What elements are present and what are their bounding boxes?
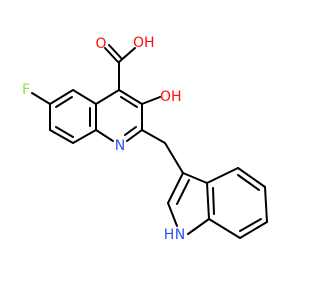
bond-c2-n1 (126, 129, 143, 142)
bond-c5-c6-inner (55, 96, 73, 108)
atom-label-nitrogen-quinoline: N (115, 138, 125, 154)
atom-label-oxygen-carbonyl: O (95, 36, 106, 52)
molecule-structure-diagram: O OH OH F N H N (22, 35, 268, 243)
atom-label-ring-hydroxyl: OH (160, 89, 182, 105)
bond-indole-c7a-c3a (206, 182, 210, 220)
atom-label-fluorine: F (22, 82, 30, 98)
atom-label-nitrogen-indole: N (175, 227, 185, 243)
bond-indole-c3-c2 (167, 172, 184, 204)
bond-indole-n1-c7a (187, 218, 210, 235)
bond-c6-fluorine (31, 92, 51, 105)
bond-indole-c5-c6 (264, 186, 268, 223)
bond-c4-c3-inner (120, 96, 138, 108)
bond-c4a-c4 (95, 89, 120, 105)
bond-c2-n1-inner (124, 126, 137, 136)
bond-skeleton (31, 44, 268, 239)
bond-indole-c3-c3a (182, 172, 208, 184)
bond-indole-c4-c5-inner (237, 174, 260, 191)
bond-indole-c4-c5 (237, 167, 266, 188)
atom-labels: O OH OH F N H N (22, 35, 185, 243)
bond-c4a-c5 (72, 89, 97, 105)
bond-indole-c2-n1 (167, 202, 178, 227)
bond-indole-c3a-c4 (206, 167, 239, 184)
bond-n1-c8a (95, 129, 114, 142)
bond-c5-c6 (49, 89, 74, 105)
bond-carbonyl-double-a (104, 47, 119, 63)
bond-indole-c7a-c3a-inner (212, 187, 215, 215)
bond-c2-methylene (141, 129, 166, 144)
bond-methylene-indole-c3 (164, 142, 184, 174)
bond-acid-hydroxyl (118, 47, 136, 63)
bond-indole-c3-c2-inner (176, 179, 190, 205)
atom-label-acid-hydroxyl: OH (133, 35, 155, 51)
bond-carbonyl-double-b (108, 44, 123, 60)
bond-c8-c8a (72, 129, 97, 144)
bond-indole-c7-c7a (208, 218, 241, 239)
atom-label-indole-hydrogen: H (164, 227, 175, 243)
bond-c7-c8 (49, 129, 74, 144)
bond-c4-c3 (118, 89, 143, 105)
bond-c3-hydroxyl (141, 96, 161, 105)
bond-indole-c6-c7-inner (239, 218, 262, 232)
bond-c7-c8-inner (55, 126, 74, 138)
bond-indole-c6-c7 (239, 221, 268, 239)
